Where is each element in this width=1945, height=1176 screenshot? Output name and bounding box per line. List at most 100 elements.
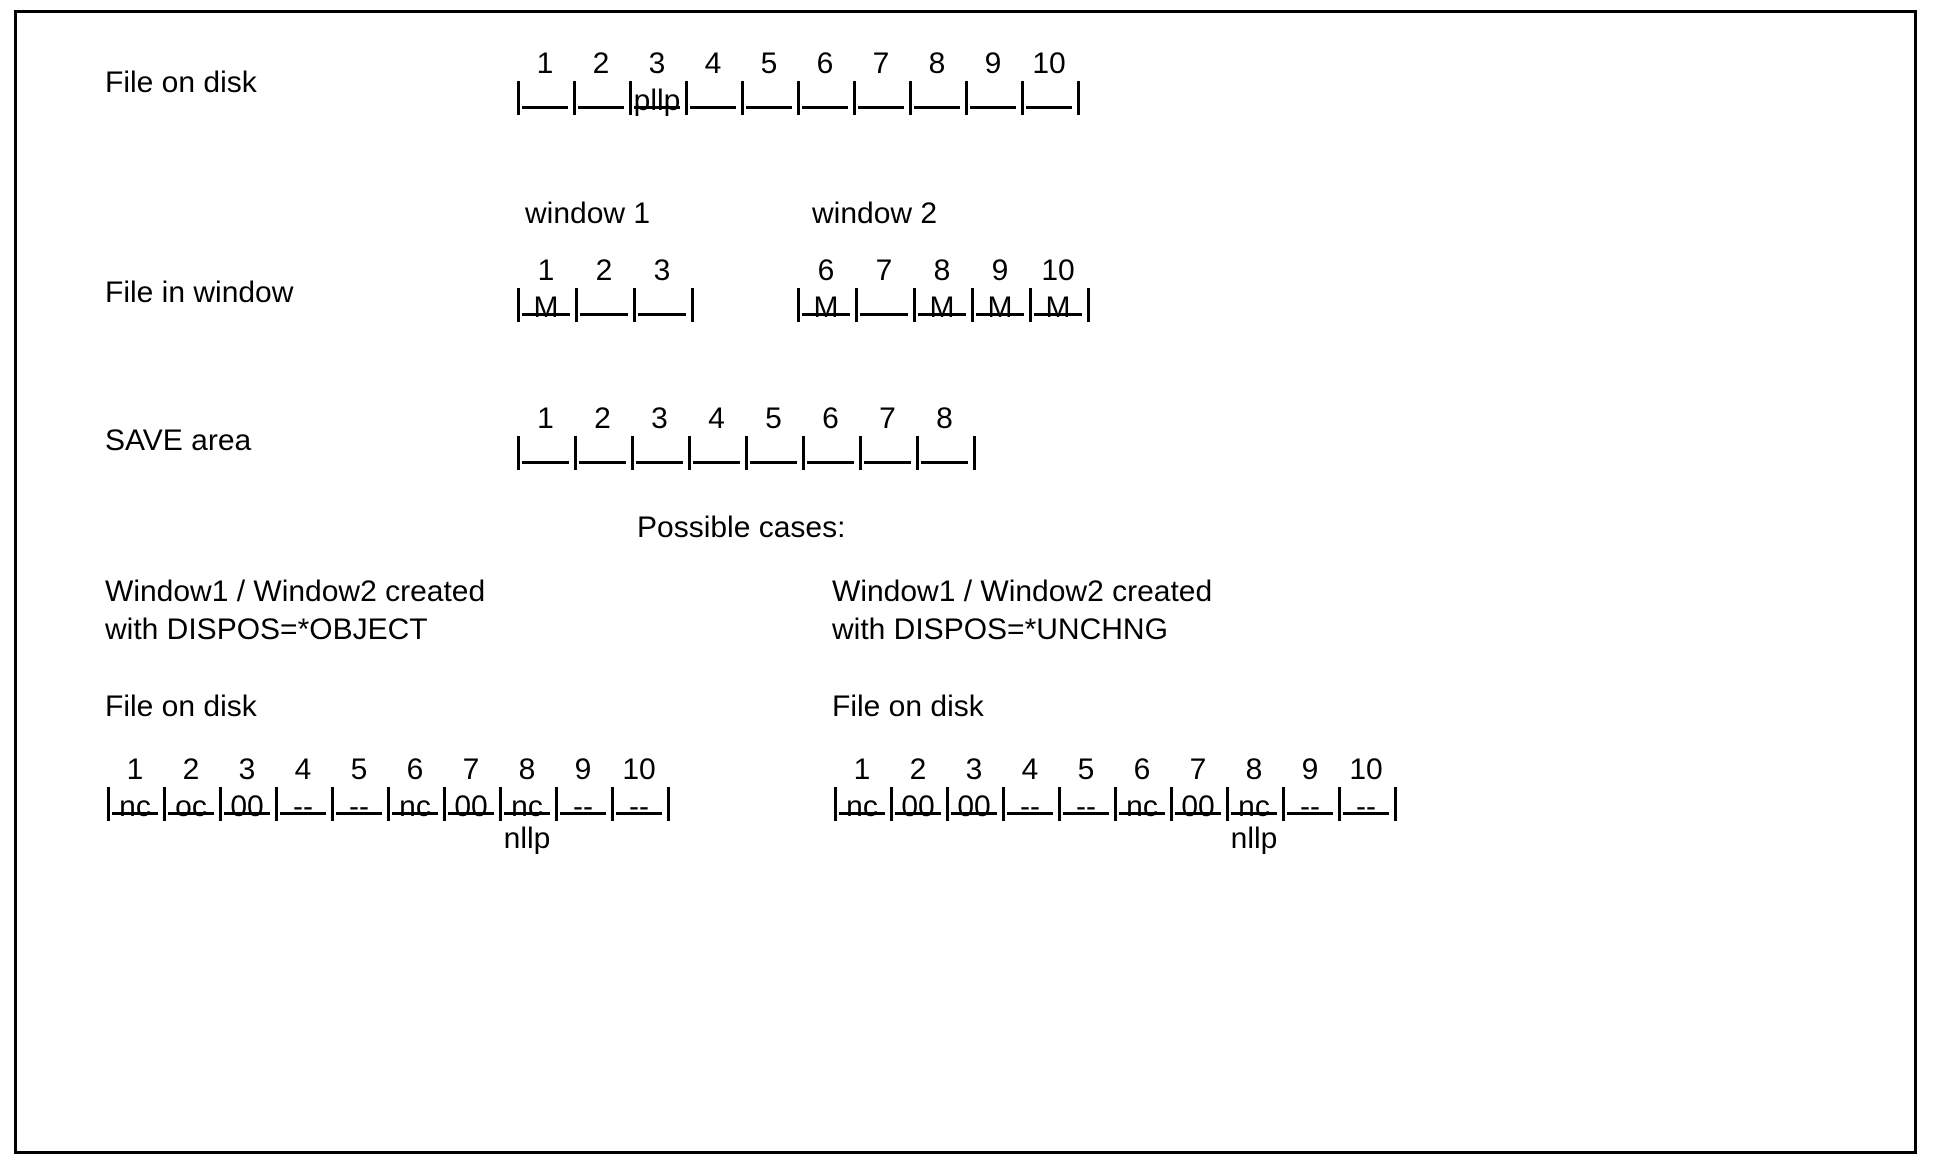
strip-cell: 4 (688, 404, 745, 470)
strip-cell: 4-- (1002, 755, 1058, 823)
strip-cell-state: oc (175, 790, 207, 823)
strip-cell-marker: M (813, 291, 839, 324)
strip-cell-state: 00 (230, 790, 264, 823)
strip-cell-box (916, 436, 973, 470)
strip-cell-box (443, 787, 499, 821)
strip-cell-marker: M (929, 291, 955, 324)
strip-cell-state: -- (629, 790, 649, 823)
strip-cell-number: 3 (651, 402, 668, 435)
strip-cell-box (387, 787, 443, 821)
strip-cell-number: 6 (816, 47, 834, 80)
strip-cell-box (855, 288, 913, 322)
strip-cell-number: 6 (1133, 753, 1151, 786)
strip-cell: 9 -- (1282, 753, 1338, 823)
strip-cell: 1 (517, 404, 574, 470)
strip-cell-state: nc (399, 790, 431, 823)
strip-cell: 6 (802, 404, 859, 470)
case-2-subheading: File on disk (832, 690, 984, 723)
row-label-file-in-window: File in window (105, 276, 294, 309)
row-label-file-on-disk: File on disk (105, 66, 257, 99)
strip-cell: 8 (916, 404, 973, 470)
strip-cell-number: 4 (704, 47, 722, 80)
strip-cell-state: -- (293, 790, 313, 823)
strip-cell-number: 10 (1349, 753, 1383, 786)
strip-cell: 8 (909, 49, 965, 115)
strip-cell: 3 (633, 256, 691, 322)
strip-cell-box (107, 787, 163, 821)
strip-cell-box (1338, 787, 1394, 821)
strip-cell-number: 9 (574, 753, 592, 786)
strip-cell-number: 8 (518, 753, 536, 786)
strip-cell-box (859, 436, 916, 470)
strip-cell-box (1058, 787, 1114, 821)
strip-cell-box (741, 81, 797, 115)
strip-cell-state: nc (1126, 790, 1158, 823)
window-1-label: window 1 (525, 197, 651, 230)
strip-end-tick (973, 436, 976, 470)
strip-cell-number: 6 (406, 753, 424, 786)
strip-cell-box (1002, 787, 1058, 821)
strip-cell: 5 (745, 404, 802, 470)
strip-cell-box (1170, 787, 1226, 821)
strip-cell-number: 5 (1077, 753, 1095, 786)
strip-cell-number: 2 (595, 254, 613, 287)
row-label-save-area: SAVE area (105, 424, 252, 457)
strip-cell-number: 8 (933, 254, 951, 287)
strip-cell-state: -- (1300, 790, 1320, 823)
strip-cell-box (797, 288, 855, 322)
strip-cell-box (971, 288, 1029, 322)
strip-cell-state: nc (511, 790, 543, 823)
strip-cell-state: -- (1076, 790, 1096, 823)
strip-cell: 2 oc (163, 753, 219, 823)
strip-cell: 2 (574, 404, 631, 470)
strip-cell-state: -- (1356, 790, 1376, 823)
strip-cell-box (745, 436, 802, 470)
strip-end-tick (667, 787, 670, 821)
strip-cell-box (1226, 787, 1282, 821)
strip-cell-box (633, 288, 691, 322)
strip-cell-box (834, 787, 890, 821)
possible-cases-label: Possible cases: (637, 511, 846, 544)
strip-end-tick (691, 288, 694, 322)
strip-cell-number: 1 (126, 753, 144, 786)
strip-cell-caption: nllp (503, 822, 551, 855)
strip-cell-box (575, 288, 633, 322)
strip-cell-number: 4 (294, 753, 312, 786)
strip-cell-box (499, 787, 555, 821)
strip-cell-number: 2 (182, 753, 200, 786)
strip-cell-number: 8 (928, 47, 946, 80)
strip-cell: 4 -- (275, 753, 331, 823)
strip-cell-number: 3 (238, 753, 256, 786)
strip-cell-box (1114, 787, 1170, 821)
strip-cell-number: 7 (872, 47, 890, 80)
strip-cell-box (631, 436, 688, 470)
strip-cell-box (685, 81, 741, 115)
strip-cell-number: 3 (965, 753, 983, 786)
strip-cell-box (555, 787, 611, 821)
strip-cell-number: 6 (817, 254, 835, 287)
case-1-heading: Window1 / Window2 created with DISPOS=*O… (105, 575, 486, 646)
strip-cell-box (802, 436, 859, 470)
strip-cell: 5 -- (1058, 753, 1114, 823)
strip-cell-box (219, 787, 275, 821)
strip-cell-state: -- (1020, 790, 1040, 823)
strip-cell-number: 9 (1301, 753, 1319, 786)
strip-cell-box (517, 436, 574, 470)
strip-cell-marker: M (987, 291, 1013, 324)
strip-cell-box (688, 436, 745, 470)
strip-cell-box (909, 81, 965, 115)
strip-cell-state: nc (846, 790, 878, 823)
